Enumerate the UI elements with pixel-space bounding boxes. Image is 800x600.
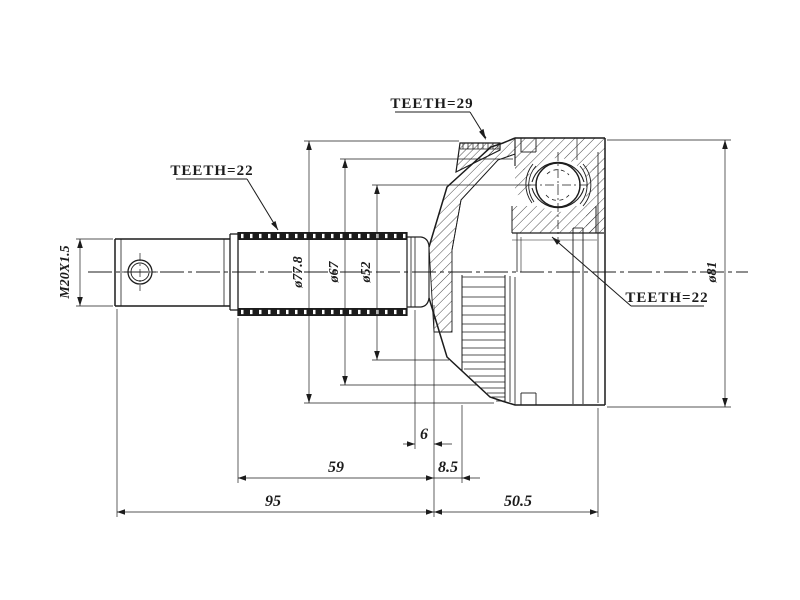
dim-d81: ø81 xyxy=(607,139,731,408)
label-d67: ø67 xyxy=(327,261,342,284)
dim-d52: ø52 xyxy=(359,184,531,361)
label-teeth-ring: TEETH=29 xyxy=(390,96,473,112)
leader-arrow xyxy=(479,128,486,140)
label-len-95: 95 xyxy=(265,493,281,510)
boot-groove-bottom xyxy=(520,392,537,405)
bearing-cage xyxy=(525,163,592,207)
label-d52: ø52 xyxy=(359,262,374,284)
boot-serration-band xyxy=(461,275,506,402)
label-len-6: 6 xyxy=(420,426,428,443)
dim-59: 59 xyxy=(238,459,434,481)
label-teeth-shaft: TEETH=22 xyxy=(170,163,253,179)
label-d81: ø81 xyxy=(705,262,720,284)
leader-teeth-ring: TEETH=29 xyxy=(390,96,487,140)
leader-arrow xyxy=(271,221,278,230)
leader-teeth-shaft: TEETH=22 xyxy=(170,163,279,231)
label-d77-8: ø77.8 xyxy=(291,256,306,289)
tone-ring-teeth xyxy=(460,143,500,150)
abs-tone-ring xyxy=(455,142,501,174)
extension-lines xyxy=(116,305,599,517)
leader-arrow xyxy=(552,237,561,245)
leader-teeth-bore: TEETH=22 xyxy=(551,236,708,307)
label-teeth-bore: TEETH=22 xyxy=(625,290,708,306)
label-len-50-5: 50.5 xyxy=(504,493,532,510)
threaded-stub-shaft xyxy=(114,232,239,316)
dim-8-5: 8.5 xyxy=(434,459,480,481)
dim-6: 6 xyxy=(403,426,452,447)
spline-shaft-section xyxy=(238,232,408,316)
label-len-8-5: 8.5 xyxy=(438,459,458,476)
dim-95: 95 xyxy=(117,493,434,515)
outer-race-section xyxy=(511,137,606,405)
thread-cross-hole xyxy=(122,253,158,291)
snap-ring-groove xyxy=(572,227,584,404)
ball-bearing xyxy=(528,152,588,242)
dim-m20-thread: M20X1.5 xyxy=(58,238,113,307)
dim-d67: ø67 xyxy=(327,158,513,386)
dim-50-5: 50.5 xyxy=(434,493,598,515)
dim-d77-8: ø77.8 xyxy=(291,140,494,404)
shaft-neck-groove xyxy=(407,236,430,308)
label-thread-spec: M20X1.5 xyxy=(58,245,73,299)
label-len-59: 59 xyxy=(328,459,344,476)
